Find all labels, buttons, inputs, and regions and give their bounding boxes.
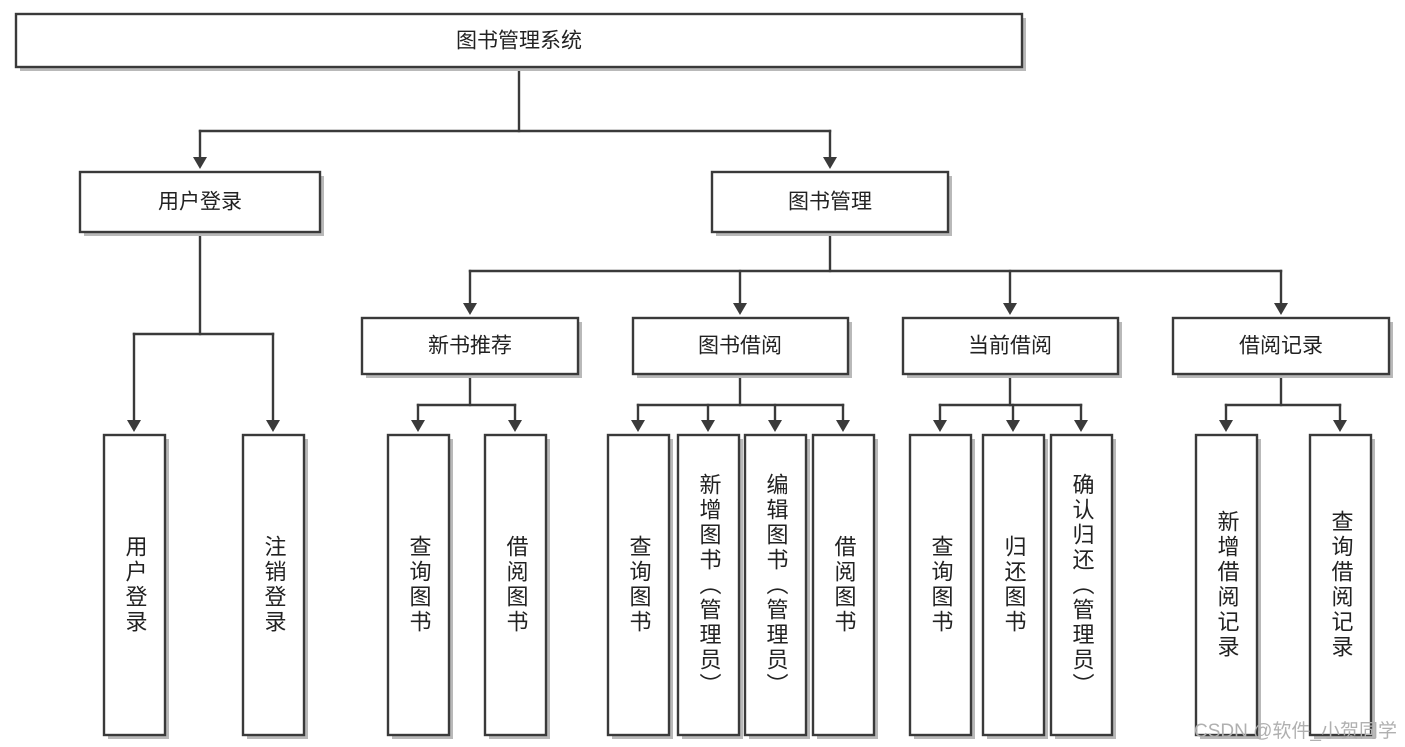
node-book-borrow[interactable]: 图书借阅 xyxy=(631,316,852,378)
node-borrow-record[interactable]: 借阅记录 xyxy=(1171,316,1393,378)
node-leaf-return-book[interactable]: 归还图书 xyxy=(981,433,1048,739)
node-borrow-record-label: 借阅记录 xyxy=(1239,335,1323,358)
node-leaf-borrow-book-1-label: 借阅图书 xyxy=(503,535,529,635)
node-leaf-user-login-label: 用户登录 xyxy=(122,535,148,635)
node-leaf-confirm-return[interactable]: 确认归还（管理员） xyxy=(1049,433,1116,739)
node-book-borrow-label: 图书借阅 xyxy=(698,335,782,358)
node-leaf-query-book-3-label: 查询图书 xyxy=(928,535,954,635)
node-user-login-label: 用户登录 xyxy=(158,191,242,214)
node-leaf-query-book-2[interactable]: 查询图书 xyxy=(606,433,673,739)
node-book-manage[interactable]: 图书管理 xyxy=(710,170,952,236)
node-leaf-add-record[interactable]: 新增借阅记录 xyxy=(1194,433,1261,739)
node-leaf-add-record-label: 新增借阅记录 xyxy=(1214,510,1240,660)
node-leaf-query-book-2-label: 查询图书 xyxy=(626,535,652,635)
node-leaf-edit-book-label: 编辑图书（管理员） xyxy=(763,472,789,698)
node-leaf-add-book-label: 新增图书（管理员） xyxy=(696,472,722,698)
node-leaf-borrow-book-2-label: 借阅图书 xyxy=(831,535,857,635)
node-leaf-borrow-book-1[interactable]: 借阅图书 xyxy=(483,433,550,739)
node-current-borrow-label: 当前借阅 xyxy=(968,335,1052,358)
node-current-borrow[interactable]: 当前借阅 xyxy=(901,316,1122,378)
node-root-label: 图书管理系统 xyxy=(456,30,582,53)
node-leaf-query-record[interactable]: 查询借阅记录 xyxy=(1308,433,1375,739)
node-leaf-query-book-3[interactable]: 查询图书 xyxy=(908,433,975,739)
node-root[interactable]: 图书管理系统 xyxy=(14,12,1026,71)
node-leaf-add-book[interactable]: 新增图书（管理员） xyxy=(676,433,743,739)
node-new-book-recommend-label: 新书推荐 xyxy=(428,335,512,358)
node-leaf-user-login[interactable]: 用户登录 xyxy=(102,433,169,739)
node-leaf-query-record-label: 查询借阅记录 xyxy=(1328,510,1354,660)
node-leaf-confirm-return-label: 确认归还（管理员） xyxy=(1069,472,1095,698)
node-user-login[interactable]: 用户登录 xyxy=(78,170,324,236)
node-leaf-logout-label: 注销登录 xyxy=(261,535,287,635)
node-book-manage-label: 图书管理 xyxy=(788,191,872,214)
node-leaf-edit-book[interactable]: 编辑图书（管理员） xyxy=(743,433,810,739)
node-leaf-query-book-1[interactable]: 查询图书 xyxy=(386,433,453,739)
node-leaf-query-book-1-label: 查询图书 xyxy=(406,535,432,635)
node-leaf-return-book-label: 归还图书 xyxy=(1001,535,1027,635)
node-leaf-borrow-book-2[interactable]: 借阅图书 xyxy=(811,433,878,739)
node-leaf-logout[interactable]: 注销登录 xyxy=(241,433,308,739)
connector-layer xyxy=(127,65,1347,432)
node-new-book-recommend[interactable]: 新书推荐 xyxy=(360,316,582,378)
